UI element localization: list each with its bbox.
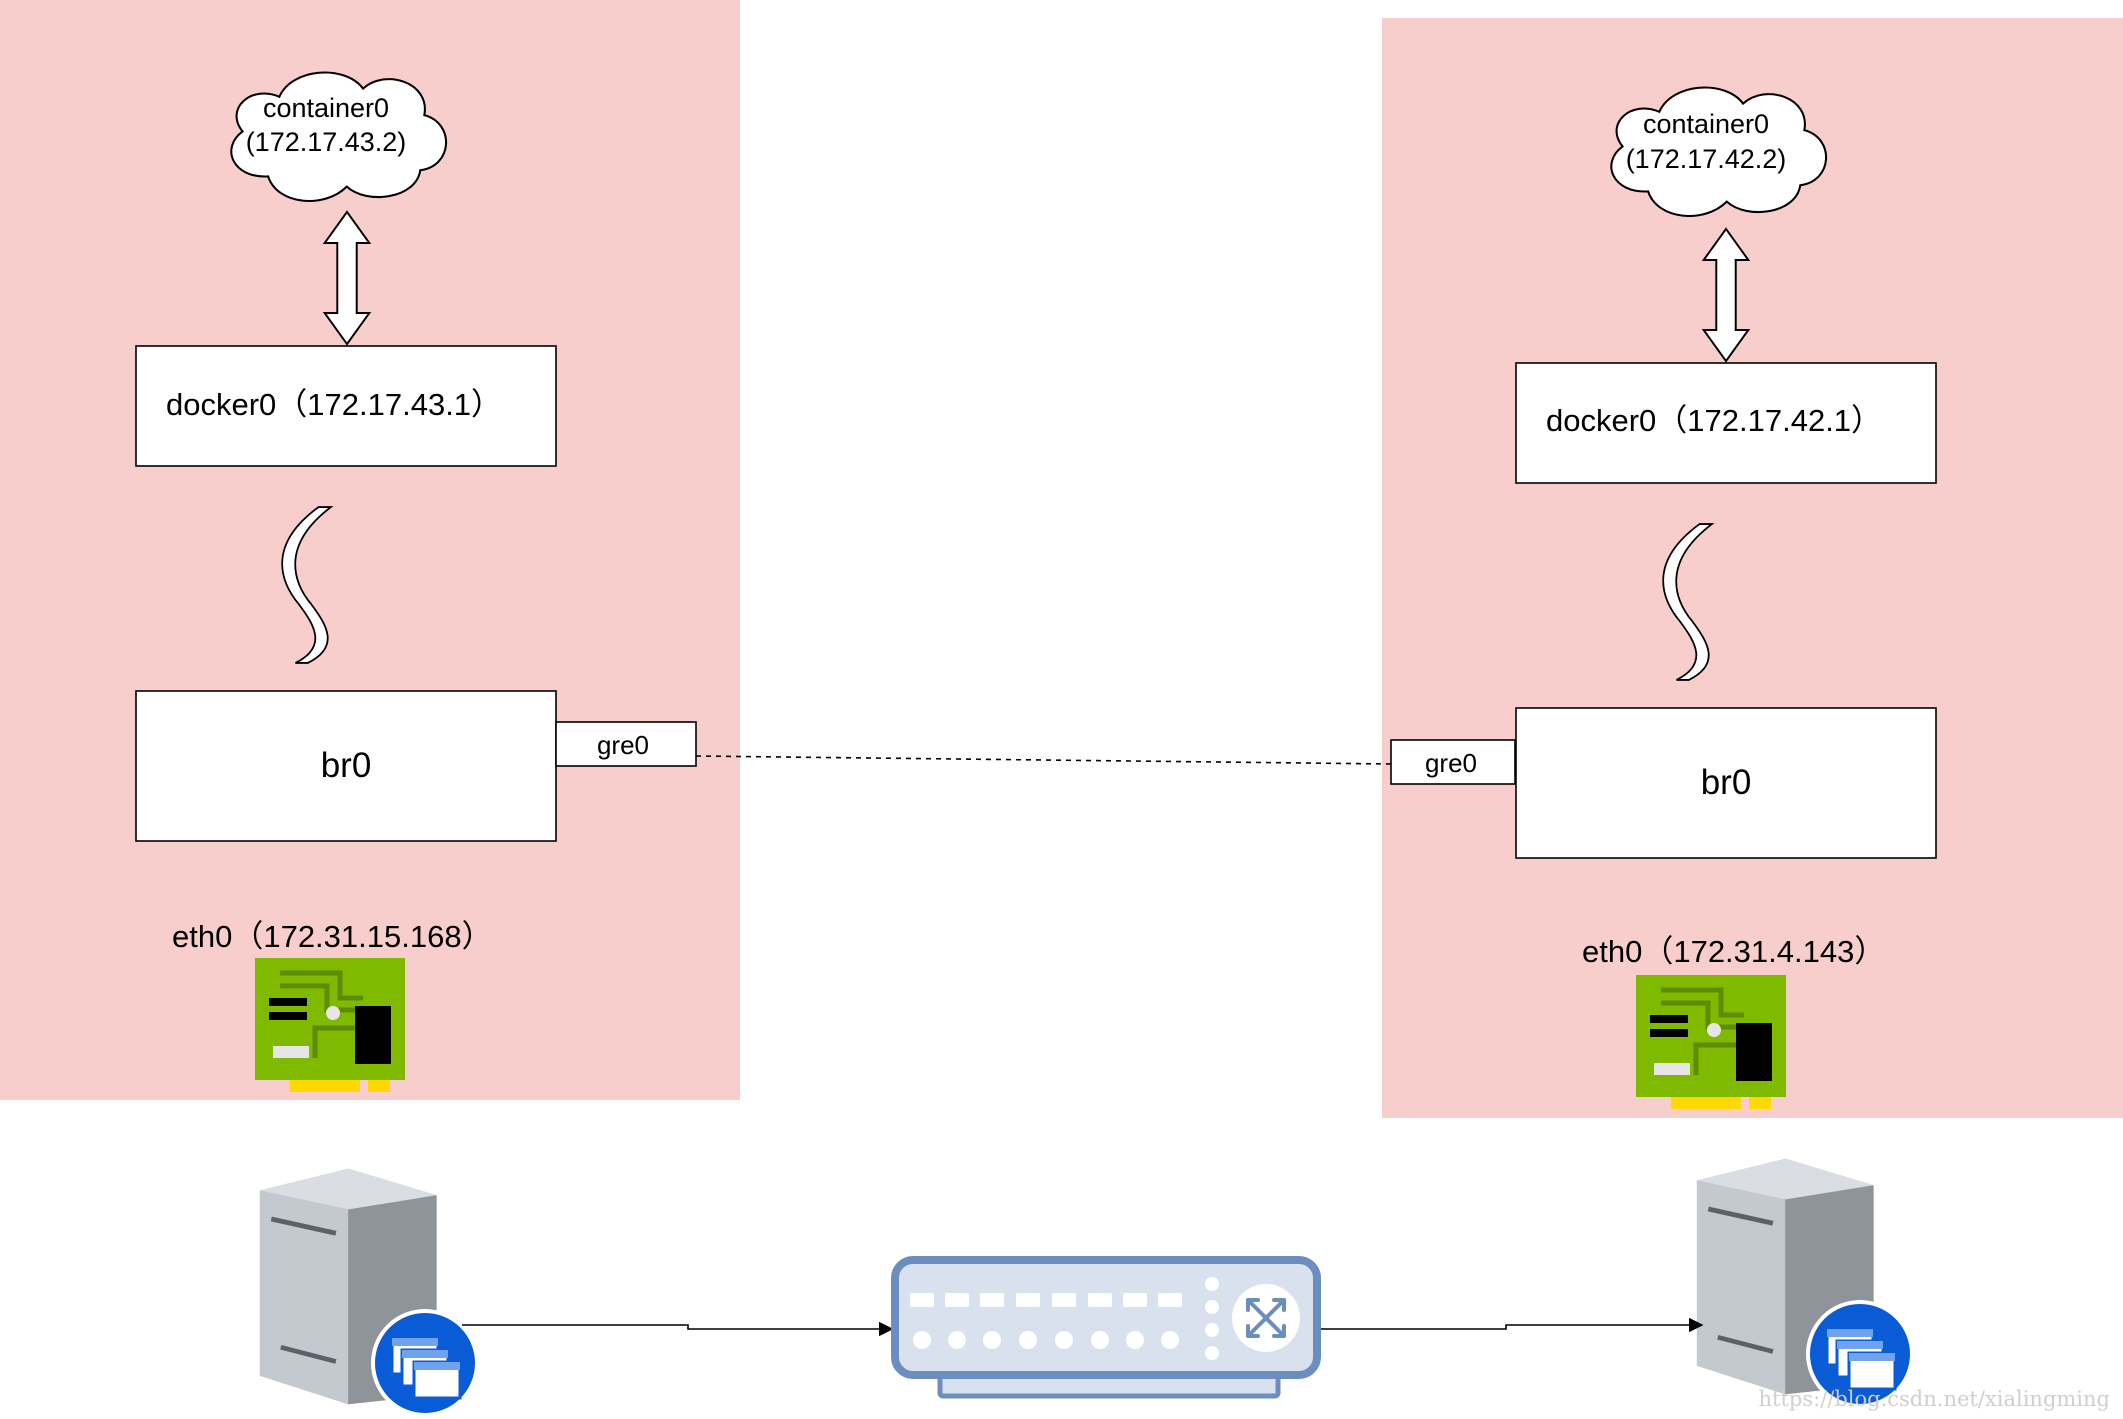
right-eth0-label: eth0（172.31.4.143） [1582,934,1885,969]
left-gre0-label: gre0 [597,730,649,760]
right-container-cloud: container0 (172.17.42.2) [1610,86,1828,218]
left-gre0-port: gre0 [555,721,697,767]
network-switch-icon [891,1256,1321,1399]
right-br0-label: br0 [1701,763,1752,802]
right-br0-box: br0 [1515,707,1937,859]
left-container-name: container0 [263,93,389,123]
left-eth0-label: eth0（172.31.15.168） [172,919,493,954]
right-docker0-box: docker0（172.17.42.1） [1515,362,1937,484]
left-server-to-switch-connector [462,1321,894,1337]
right-container-ip: (172.17.42.2) [1626,144,1787,174]
left-container-ip: (172.17.43.2) [246,127,407,157]
left-docker0-label: docker0（172.17.43.1） [166,387,502,422]
watermark-url: https://blog.csdn.net/xialingming [1759,1387,2111,1411]
left-virtual-machine-icon [371,1309,479,1417]
left-br0-box: br0 [135,690,557,842]
left-container-cloud: container0 (172.17.43.2) [230,71,448,203]
right-docker0-label: docker0（172.17.42.1） [1546,403,1882,438]
right-gre0-port: gre0 [1390,739,1516,785]
gre-tunnel-dashed-link [695,755,1392,765]
left-network-card-icon [255,958,405,1092]
right-container-name: container0 [1643,109,1769,139]
switch-to-right-server-connector [1318,1317,1704,1333]
right-network-card-icon [1636,975,1786,1109]
left-br0-label: br0 [321,746,372,785]
left-docker0-box: docker0（172.17.43.1） [135,345,557,467]
right-gre0-label: gre0 [1425,748,1477,778]
